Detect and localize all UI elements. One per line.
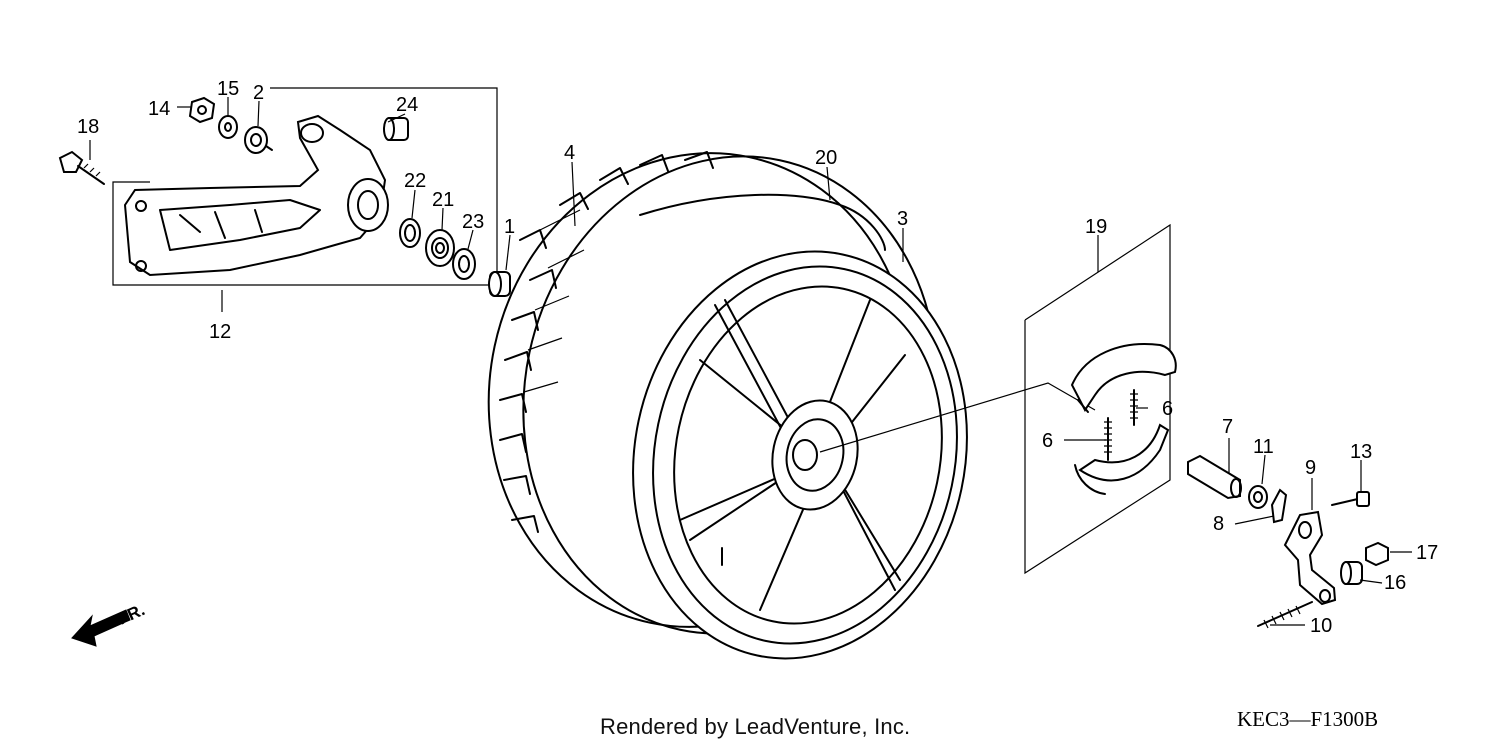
washer-15 (218, 115, 238, 139)
callout-16: 16 (1384, 572, 1406, 594)
callout-23: 23 (462, 211, 484, 233)
rear-wheel-3 (632, 250, 968, 660)
spring-6-left (1104, 417, 1112, 461)
brake-arm-9 (1283, 510, 1337, 606)
brake-shoe-set-19 (1024, 223, 1177, 575)
seal-23 (452, 248, 476, 280)
nut-17 (1365, 541, 1389, 567)
callout-2: 2 (253, 82, 264, 104)
callout-24: 24 (396, 94, 418, 116)
callout-4: 4 (564, 142, 575, 164)
callout-20: 20 (815, 147, 837, 169)
spring-10 (1257, 601, 1313, 629)
bearing-21 (425, 229, 455, 267)
callout-19: 19 (1085, 216, 1107, 238)
tube-20 (639, 193, 886, 251)
callout-numbers: 14 15 2 24 18 22 21 23 1 12 4 20 3 19 6 … (77, 78, 1438, 637)
front-direction-arrow: FR. (71, 600, 148, 647)
callout-21: 21 (432, 189, 454, 211)
bolt-18 (58, 150, 105, 185)
callout-9: 9 (1305, 457, 1316, 479)
collar-24 (383, 117, 409, 141)
callout-6-right: 6 (1162, 398, 1173, 420)
leader-lines (89, 97, 1412, 626)
brake-cam-7 (1187, 454, 1242, 500)
arrow-left-icon (71, 609, 131, 647)
callout-6-left: 6 (1042, 430, 1053, 452)
callout-10: 10 (1310, 615, 1332, 637)
bolt-13 (1331, 491, 1370, 507)
swing-arm-assembly (112, 87, 498, 286)
seal-11 (1248, 485, 1268, 509)
nut-14 (188, 96, 216, 124)
collar-2 (244, 126, 273, 154)
callout-8: 8 (1213, 513, 1224, 535)
callout-11: 11 (1253, 436, 1274, 458)
callout-3: 3 (897, 208, 908, 230)
callout-1: 1 (504, 216, 515, 238)
callout-15: 15 (217, 78, 239, 100)
callout-12: 12 (209, 321, 231, 343)
seal-22 (399, 218, 421, 248)
wear-indicator-8 (1270, 488, 1288, 524)
callout-17: 17 (1416, 542, 1438, 564)
callout-7: 7 (1222, 416, 1233, 438)
diagram-code: KEC3—F1300B (1237, 707, 1379, 731)
callout-22: 22 (404, 170, 426, 192)
credit-text: Rendered by LeadVenture, Inc. (600, 714, 911, 739)
collar-1 (488, 271, 511, 297)
joint-16 (1340, 561, 1363, 585)
spring-6-right (1130, 389, 1138, 426)
direction-label: FR. (115, 600, 148, 628)
callout-14: 14 (148, 98, 170, 120)
callout-13: 13 (1350, 441, 1372, 463)
callout-18: 18 (77, 116, 99, 138)
